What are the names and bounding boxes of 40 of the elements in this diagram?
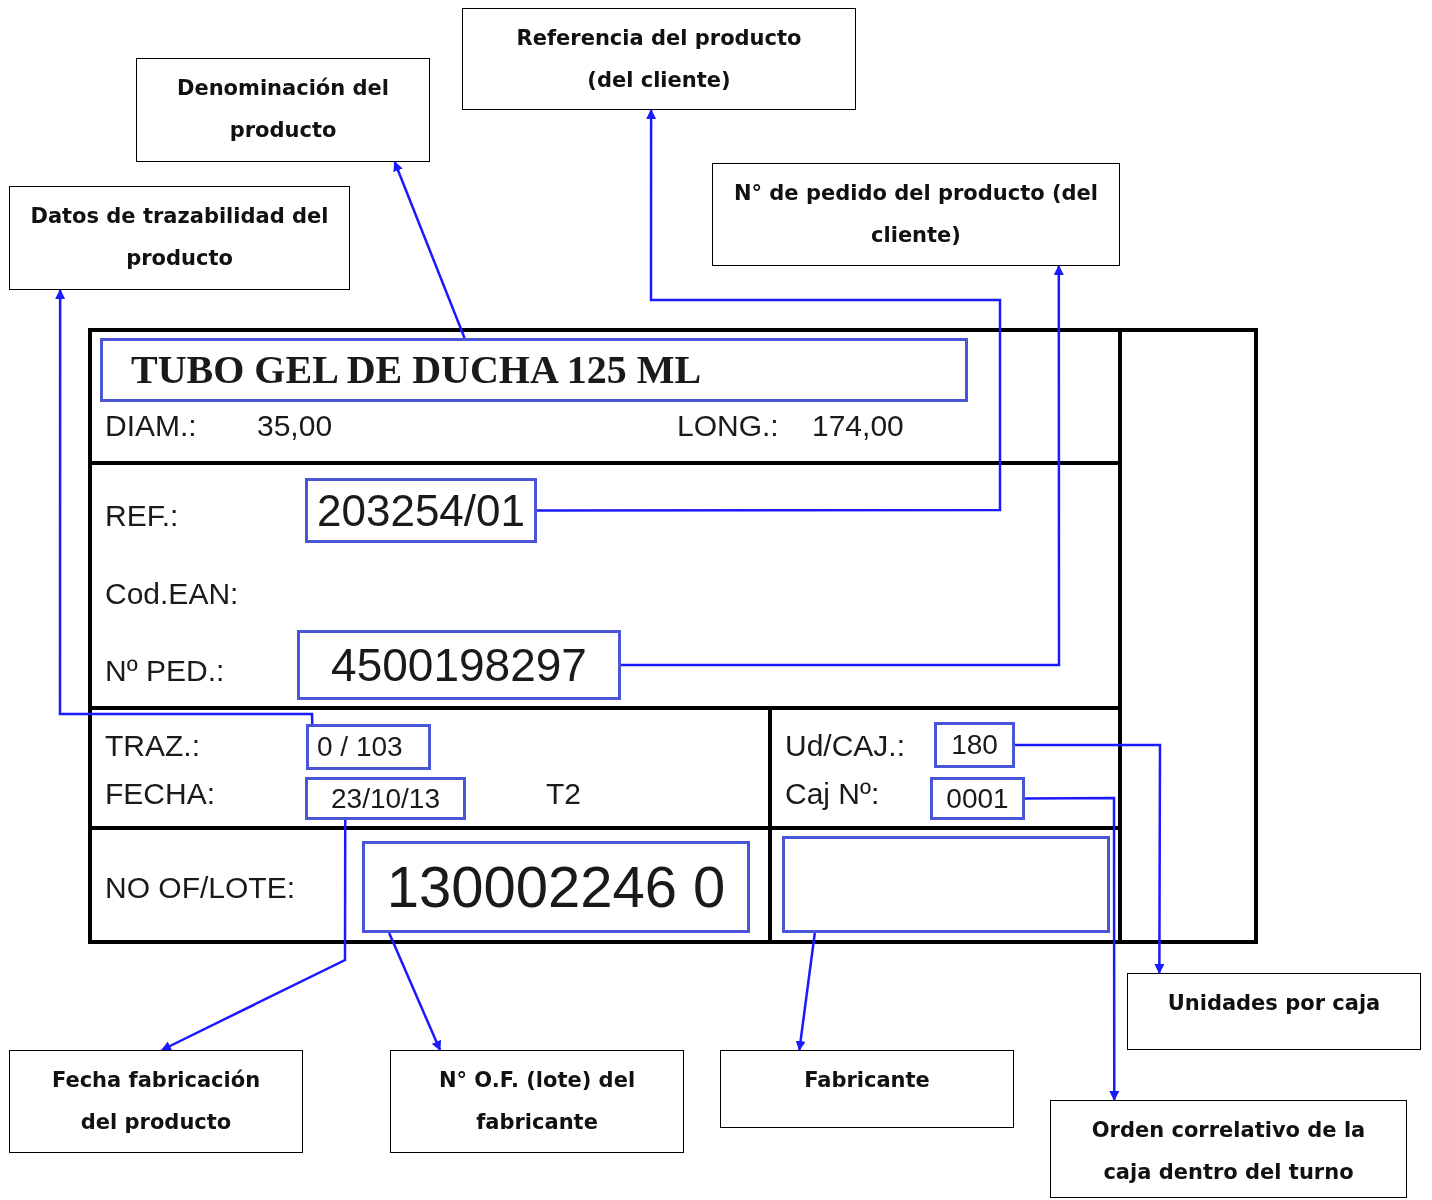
callout-box: Referencia del producto (del cliente) <box>462 8 856 110</box>
callout-box: N° O.F. (lote) del fabricante <box>390 1050 684 1153</box>
value-box: 130002246 0 <box>362 841 750 933</box>
callout-box: Denominación del producto <box>136 58 430 162</box>
value-box: 23/10/13 <box>305 777 466 820</box>
value-box: 0 / 103 <box>306 724 431 770</box>
field-label: Nº PED.: <box>105 653 225 689</box>
arrow <box>621 265 1064 667</box>
arrow <box>161 820 347 1052</box>
value-box: 180 <box>934 722 1015 768</box>
field-label: T2 <box>546 776 581 812</box>
callout-box: N° de pedido del producto (del cliente) <box>712 163 1120 266</box>
arrow <box>1015 743 1165 974</box>
callout-box: Unidades por caja <box>1127 973 1421 1050</box>
field-label: NO OF/LOTE: <box>105 870 296 906</box>
arrow <box>55 289 314 725</box>
field-label: Ud/CAJ.: <box>785 728 906 764</box>
arrow <box>388 932 442 1051</box>
field-label: REF.: <box>105 498 179 534</box>
arrow <box>537 109 1002 512</box>
field-label: 174,00 <box>812 408 904 444</box>
value-box: 0001 <box>930 777 1025 820</box>
value-box: 4500198297 <box>297 630 621 700</box>
field-label: TRAZ.: <box>105 728 200 764</box>
field-label: LONG.: <box>677 408 779 444</box>
field-label: 35,00 <box>257 408 333 444</box>
field-label: Caj Nº: <box>785 776 880 812</box>
field-label: DIAM.: <box>105 408 197 444</box>
arrow <box>1025 796 1120 1101</box>
arrow <box>795 932 817 1051</box>
callout-box: Datos de trazabilidad del producto <box>9 186 350 290</box>
callout-box: Orden correlativo de la caja dentro del turno <box>1050 1100 1407 1198</box>
value-box: TUBO GEL DE DUCHA 125 ML <box>100 338 968 402</box>
callout-box: Fecha fabricación del producto <box>9 1050 303 1153</box>
value-box: 203254/01 <box>305 478 537 543</box>
field-label: Cod.EAN: <box>105 576 239 612</box>
field-label: FECHA: <box>105 776 215 812</box>
callout-box: Fabricante <box>720 1050 1014 1128</box>
empty-outline-box <box>782 836 1110 933</box>
arrow <box>393 161 466 339</box>
